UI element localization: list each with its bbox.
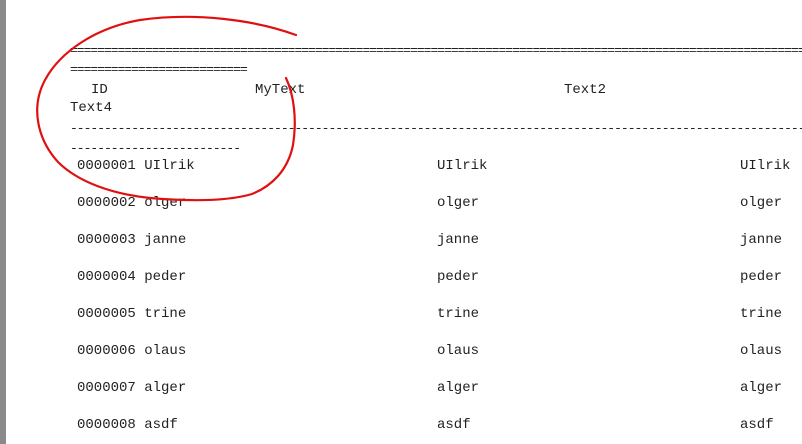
cell-text2: trine (437, 306, 480, 322)
cell-text2: peder (437, 269, 480, 285)
cell-text2: janne (437, 232, 480, 248)
cell-text4: peder (740, 269, 783, 285)
cell-id-name: 0000003 janne (77, 232, 187, 248)
cell-id-name: 0000006 olaus (77, 343, 187, 359)
window-left-edge (0, 0, 6, 444)
cell-id-name: 0000001 UIlrik (77, 158, 195, 174)
cell-text2: alger (437, 380, 480, 396)
cell-text2: asdf (437, 417, 471, 433)
cell-text4: UIlrik (740, 158, 791, 174)
cell-text4: olger (740, 195, 783, 211)
cell-text2: UIlrik (437, 158, 488, 174)
cell-id-name: 0000005 trine (77, 306, 187, 322)
cell-text4: janne (740, 232, 783, 248)
cell-text2: olaus (437, 343, 480, 359)
cell-text2: olger (437, 195, 480, 211)
cell-text4: asdf (740, 417, 774, 433)
cell-id-name: 0000002 olger (77, 195, 187, 211)
cell-id-name: 0000007 alger (77, 380, 187, 396)
cell-id-name: 0000008 asdf (77, 417, 178, 433)
cell-text4: olaus (740, 343, 783, 359)
header-text2: Text2 (564, 82, 607, 98)
cell-text4: trine (740, 306, 783, 322)
cell-text4: alger (740, 380, 783, 396)
cell-id-name: 0000004 peder (77, 269, 187, 285)
